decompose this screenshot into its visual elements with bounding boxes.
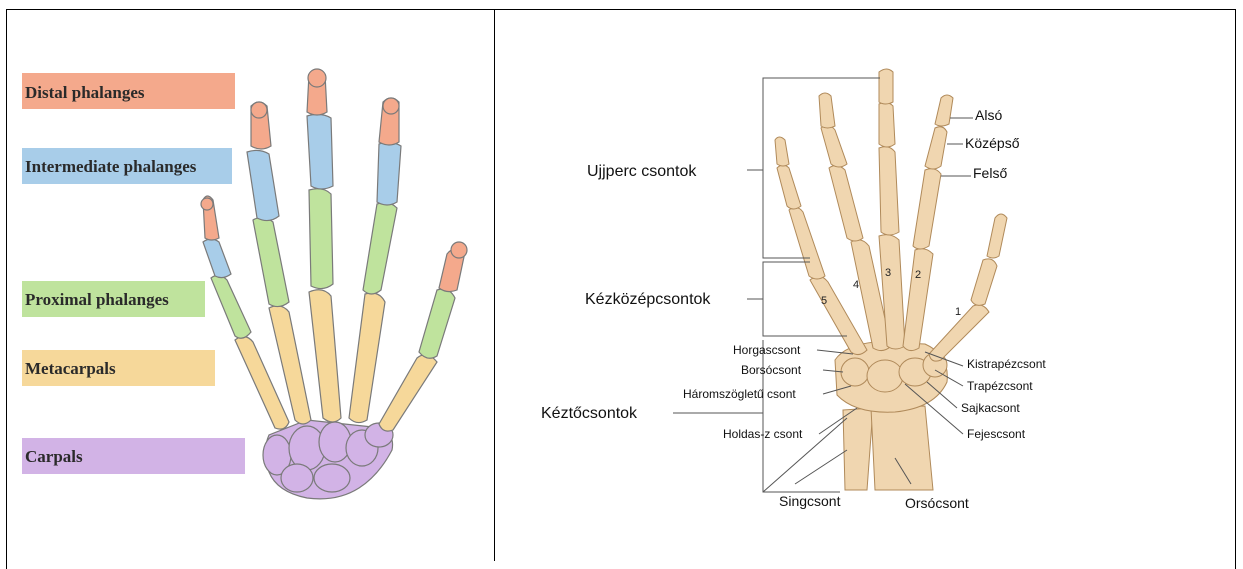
ulna-label: Singcsont [779, 493, 841, 509]
digit-number-3: 3 [885, 267, 891, 279]
carpal-bones [263, 420, 393, 499]
hungarian-hand-diagram: 1 2 3 4 5 Ujjperc csontok Kézközépcsonto… [495, 10, 1235, 561]
trapezium-label: Trapézcsont [967, 379, 1033, 393]
intermediate-label: Intermediate phalanges [25, 157, 197, 176]
digit-number-2: 2 [915, 269, 921, 281]
metacarpals-group-label: Kézközépcsontok [585, 291, 711, 308]
hand-skeleton-illustration [201, 69, 467, 499]
hamate-label: Horgascsont [733, 343, 801, 357]
carpals-label: Carpals [25, 447, 83, 466]
middle-phalanx-label: Középső [965, 135, 1020, 151]
scaphoid-label: Sajkacsont [961, 401, 1020, 415]
radius-label: Orsócsont [905, 495, 969, 511]
digit-number-4: 4 [853, 279, 859, 291]
capitate-label: Fejescsont [967, 427, 1026, 441]
pisiform-label: Borsócsont [741, 363, 802, 377]
english-hand-diagram: Distal phalanges Intermediate phalanges … [7, 10, 494, 561]
metacarpal-bones [235, 290, 437, 431]
radius-bone [871, 406, 933, 490]
proximal-phalanx-label: Felső [973, 165, 1007, 181]
carpals-group-label: Kéztőcsontok [541, 405, 638, 422]
english-hand-svg: Distal phalanges Intermediate phalanges … [7, 10, 494, 561]
digit-number-5: 5 [821, 295, 827, 307]
trapezoid-label: Kistrapézcsont [967, 357, 1046, 371]
digit-number-1: 1 [955, 306, 961, 318]
phalanges-group-label: Ujjperc csontok [587, 163, 697, 180]
distal-label: Distal phalanges [25, 83, 145, 102]
proximal-label: Proximal phalanges [25, 290, 169, 309]
distal-phalanx-bones [201, 69, 467, 292]
lunate-label: Holdas-z csont [723, 427, 803, 441]
metacarpals-label: Metacarpals [25, 359, 116, 378]
distal-phalanx-label: Alsó [975, 107, 1002, 123]
ulna-bone [843, 408, 873, 490]
triquetrum-label: Háromszögletű csont [683, 387, 796, 401]
hungarian-hand-svg: 1 2 3 4 5 Ujjperc csontok Kézközépcsonto… [495, 10, 1235, 561]
